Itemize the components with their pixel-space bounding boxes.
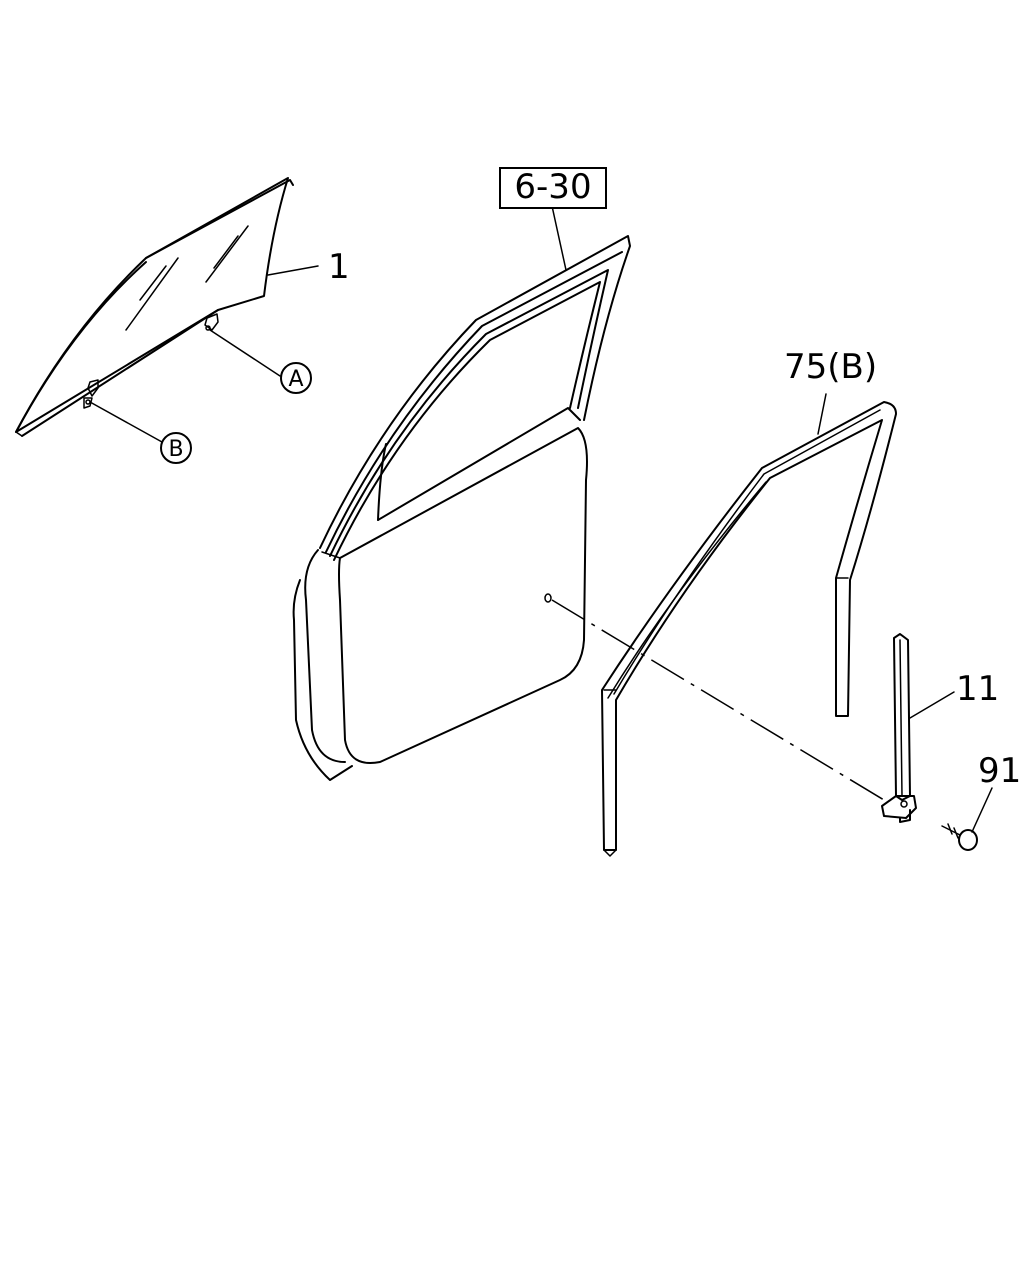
- screw-leader: [971, 787, 993, 833]
- channel-part-number: 75(B): [784, 347, 877, 387]
- glass-leader: [267, 265, 319, 276]
- guide-leader: [909, 691, 955, 719]
- alignment-line: [551, 599, 885, 801]
- glass-part-number: 1: [328, 247, 350, 287]
- door-glass-icon: [15, 177, 294, 437]
- rear-guide-channel-icon: [881, 633, 917, 823]
- svg-text:B: B: [168, 437, 183, 462]
- screw-icon: [941, 823, 978, 851]
- ref-box-leader: [551, 205, 567, 271]
- svg-text:A: A: [288, 367, 303, 392]
- ref-box-label: 6-30: [514, 167, 591, 207]
- ref-box-frame: [499, 167, 607, 209]
- screw-part-number: 91: [978, 751, 1021, 791]
- glass-run-channel-icon: [601, 401, 897, 857]
- marker-b-leader: [89, 401, 163, 443]
- marker-b: B: [160, 432, 192, 464]
- channel-leader: [817, 393, 827, 435]
- marker-a: A: [280, 362, 312, 394]
- guide-part-number: 11: [956, 669, 999, 709]
- door-assembly-icon: [292, 235, 631, 781]
- marker-a-leader: [209, 329, 281, 377]
